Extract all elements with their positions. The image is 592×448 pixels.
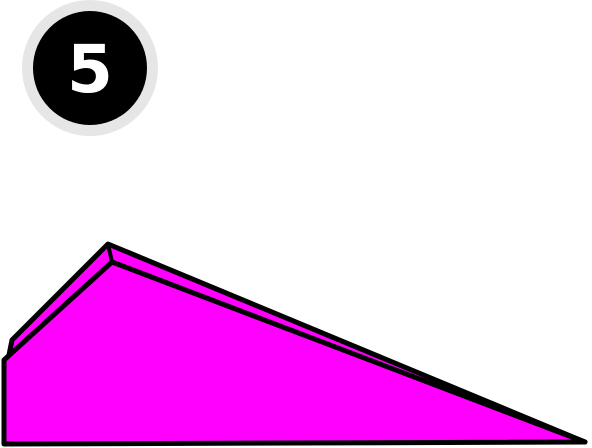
step-badge: 5 (22, 0, 158, 136)
step-badge-disc (33, 11, 147, 125)
wedge-fold-crease (106, 242, 114, 264)
folded-wedge-shape (1, 241, 588, 447)
step-number: 5 (67, 31, 113, 108)
wedge-front-layer (1, 259, 588, 447)
wedge-top-edge-detail (110, 260, 522, 420)
